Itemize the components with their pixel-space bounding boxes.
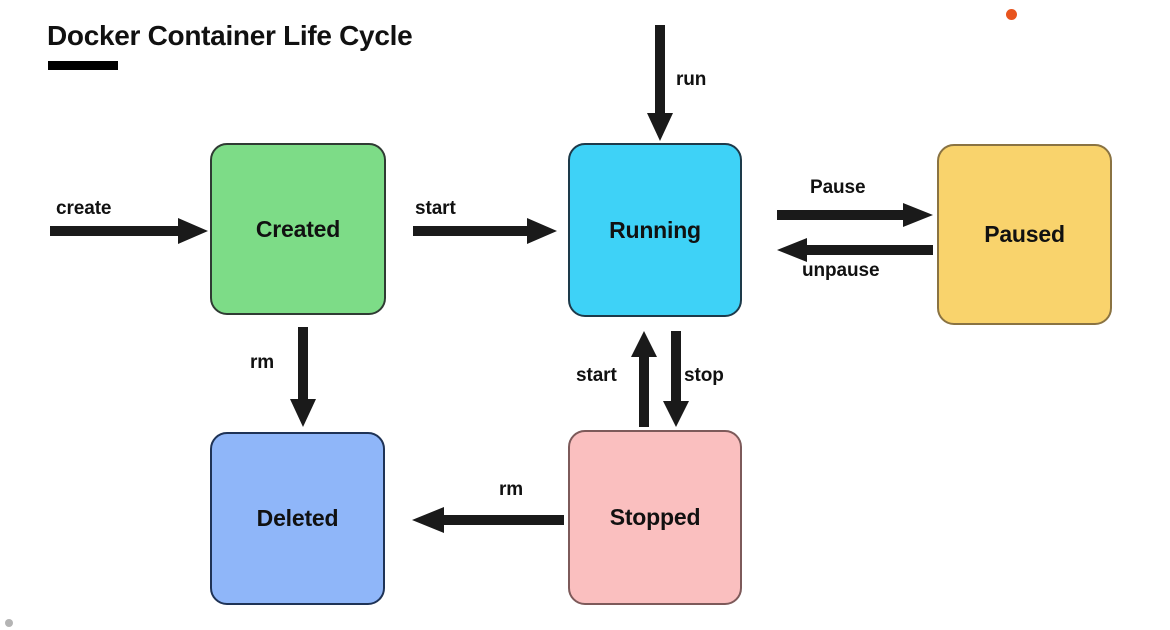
arrow-run	[647, 25, 673, 141]
state-label-stopped: Stopped	[609, 504, 701, 530]
arrow-label-create: create	[56, 198, 112, 219]
state-label-created: Created	[255, 215, 341, 242]
arrow-label-rm-stopped-to-deleted: rm	[499, 479, 524, 500]
state-box-created[interactable]: Created	[210, 143, 386, 315]
arrow-label-start-from-stopped: start	[576, 365, 617, 386]
arrow-create	[50, 218, 208, 244]
arrow-rm-stopped-to-deleted	[412, 507, 564, 533]
arrow-label-start-to-running: start	[415, 198, 456, 219]
state-box-deleted[interactable]: Deleted	[210, 432, 385, 605]
arrow-unpause	[777, 238, 933, 262]
state-box-stopped[interactable]: Stopped	[568, 430, 742, 605]
arrow-start-to-running	[413, 218, 557, 244]
arrow-pause	[777, 203, 933, 227]
arrow-label-stop: stop	[684, 365, 724, 386]
arrow-stop	[663, 331, 689, 427]
gray-dot-icon	[5, 619, 13, 627]
arrow-label-rm-created-to-deleted: rm	[250, 352, 275, 373]
arrow-label-run: run	[676, 69, 707, 90]
state-label-paused: Paused	[984, 221, 1065, 247]
arrow-start-from-stopped	[631, 331, 657, 427]
page-title: Docker Container Life Cycle	[47, 20, 413, 51]
arrow-label-unpause: unpause	[802, 260, 880, 281]
underline-bar-icon	[48, 61, 118, 70]
state-label-running: Running	[609, 216, 701, 243]
state-label-deleted: Deleted	[256, 505, 339, 531]
state-box-running[interactable]: Running	[568, 143, 742, 317]
orange-dot-icon	[1006, 9, 1017, 20]
arrow-label-pause: Pause	[810, 177, 866, 198]
state-box-paused[interactable]: Paused	[937, 144, 1112, 325]
arrow-rm-created-to-deleted	[290, 327, 316, 427]
